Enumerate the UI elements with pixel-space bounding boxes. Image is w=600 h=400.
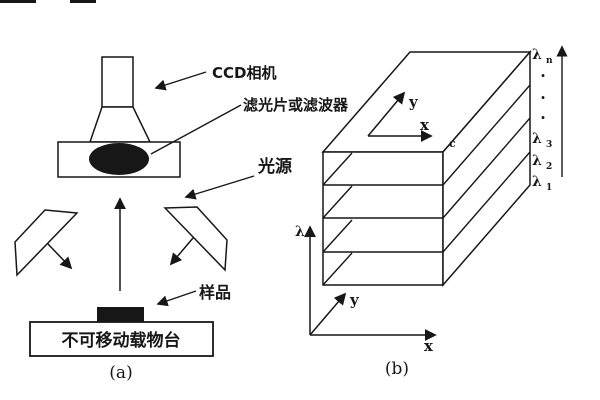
panel-b: y x c λ n · · · λ 3 λ 2 λ 1 λ y x (b) [295,45,568,379]
stage-label: 不可移动载物台 [62,330,181,351]
lambda-3-label: λ [532,131,542,147]
bottom-y-axis-label: y [349,291,360,309]
scan-artifact [70,0,96,3]
slab-depth-line [322,219,353,253]
right-light-panel-shape [163,206,228,272]
right-beam-arrow-icon [169,237,194,266]
scan-artifact [0,0,36,3]
lambda-1-label: λ [532,174,542,190]
bottom-lambda-axis-label: λ [295,224,305,240]
corner-mark: c [449,137,456,150]
left-beam-arrow-icon [47,243,73,270]
top-y-axis-arrow-icon [367,91,406,137]
bottom-y-axis-arrow-icon [309,292,347,336]
ellipsis-dot: · [540,66,546,85]
slab-divider-diagonal [442,117,531,219]
filter-label: 滤光片或滤波器 [243,96,349,114]
ellipsis-dot: · [540,108,546,127]
camera-leader-arrow-icon [154,71,207,91]
lambda-n-sub: n [546,56,553,66]
filter-leader-line [150,104,242,155]
slab-depth-line [322,252,353,286]
lambda-1-sub: 1 [546,183,552,193]
top-y-axis-label: y [408,93,419,111]
lambda-3-sub: 3 [546,140,552,150]
panel-a: CCD相机 滤光片或滤波器 光源 样品 不可移动载物台 (a) [14,56,349,383]
camera-label: CCD相机 [212,64,276,82]
ellipsis-dot: · [540,88,546,107]
sample-leader-arrow-icon [156,290,197,307]
stage-shape [29,321,214,357]
lambda-2-sub: 2 [546,162,552,172]
camera-barrel-shape [101,56,134,108]
slab-depth-line [322,185,353,219]
left-light-panel-shape [14,209,79,277]
light-source-label: 光源 [257,156,292,177]
camera-lens-cone-shape [88,106,152,143]
slab-divider-diagonal [442,84,531,186]
lambda-n-label: λ [532,47,542,63]
panel-a-caption: (a) [109,363,132,383]
top-x-axis-label: x [420,116,430,134]
panel-b-caption: (b) [385,359,409,379]
bottom-x-axis-label: x [424,337,434,355]
light-source-leader-arrow-icon [184,175,255,200]
lambda-2-label: λ [532,153,542,169]
slab-depth-line [322,152,353,186]
sample-block-shape [97,307,144,323]
filter-ellipse-shape [89,143,149,175]
slab-divider-diagonal [442,151,531,253]
sample-label: 样品 [199,283,231,302]
